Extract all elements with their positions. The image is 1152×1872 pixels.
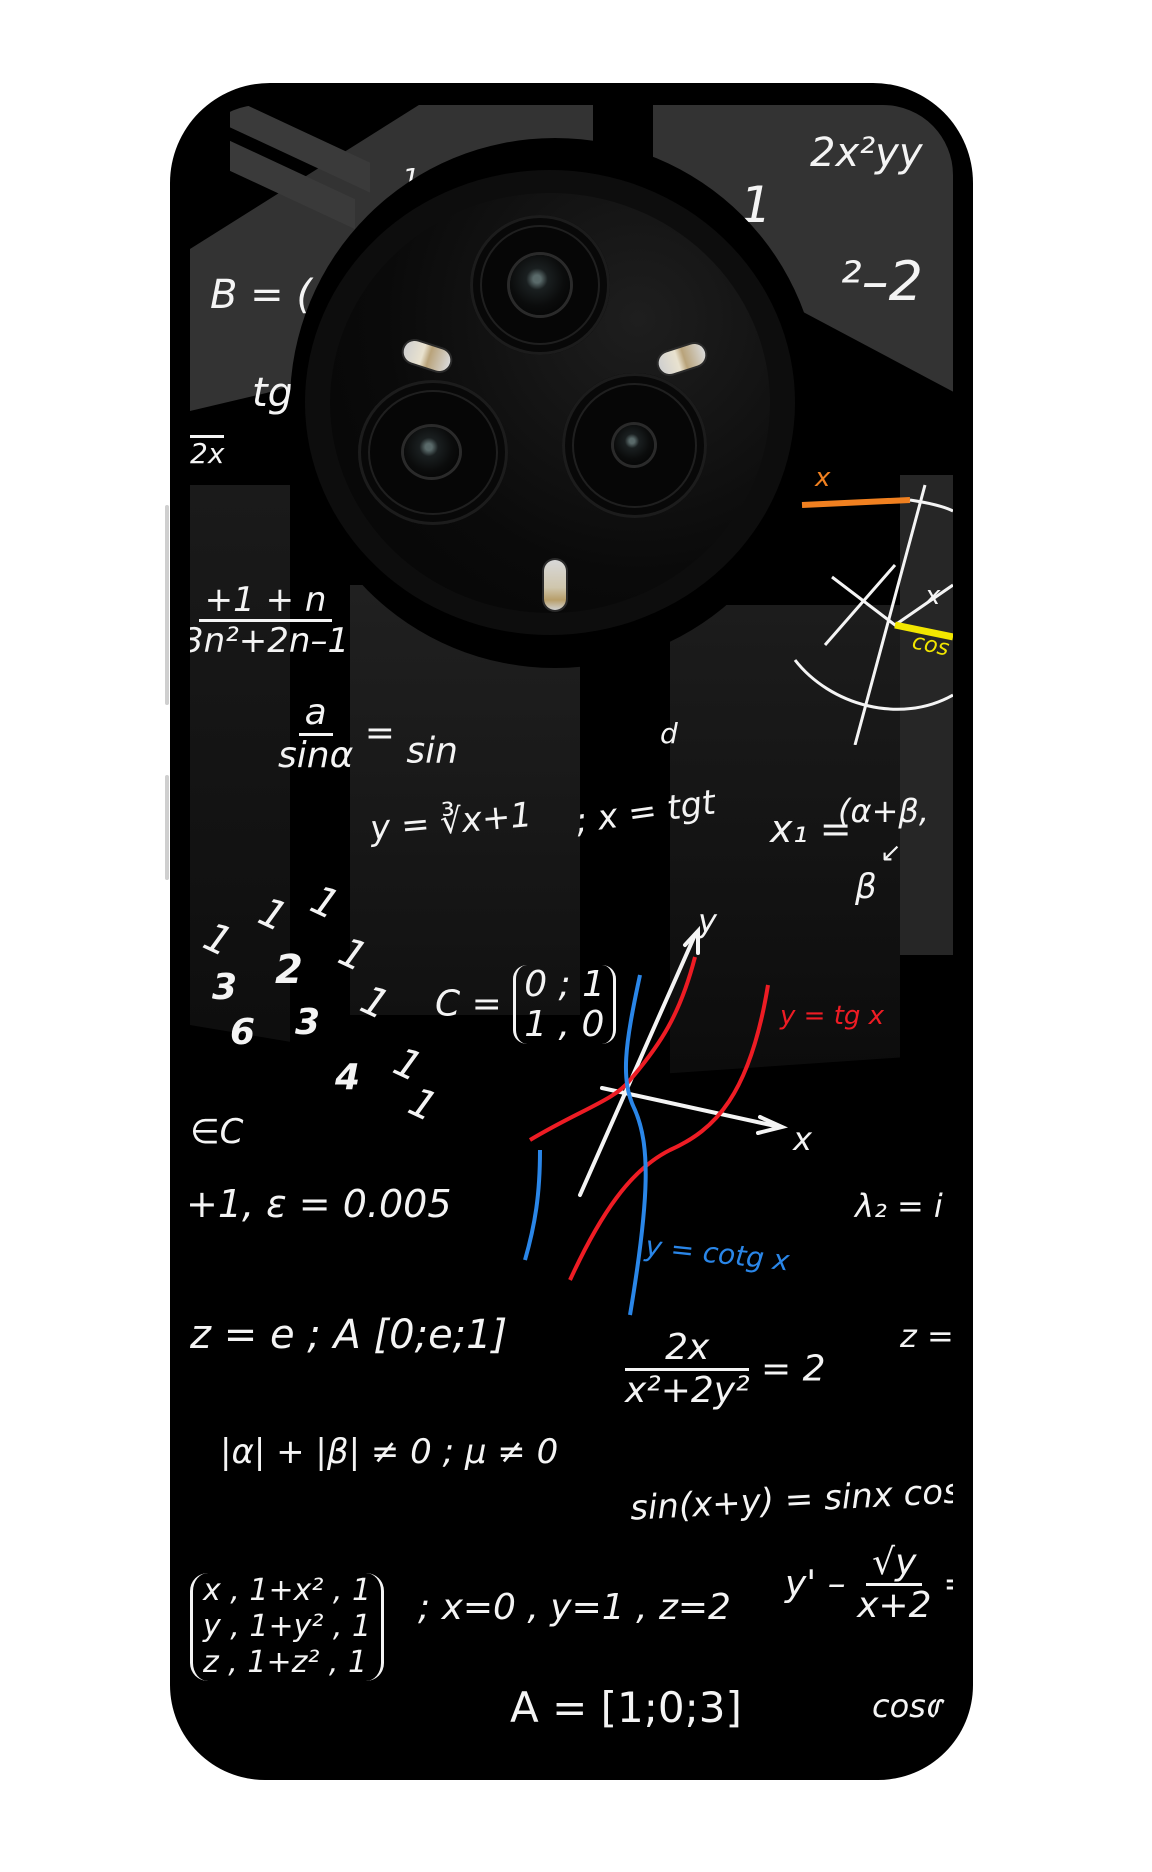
matrix-row-2: y , 1+y² , 1 <box>203 1609 372 1644</box>
formula-vector-a: A = [1;0;3] <box>510 1683 742 1732</box>
side-button-volume <box>165 505 169 705</box>
lens-glass-right <box>614 425 654 465</box>
number-cluster-item: 1 <box>303 876 346 930</box>
axis-y <box>578 925 700 1197</box>
main-fraction-numerator: 2x <box>625 1330 750 1371</box>
tg-curve-1 <box>528 956 697 1142</box>
derivative-denominator: x+2 <box>857 1585 932 1626</box>
cotg-curve-1 <box>623 974 648 1316</box>
c-matrix-row2: 1 , 0 <box>524 1003 605 1045</box>
matrix-row-3: z , 1+z² , 1 <box>203 1645 368 1680</box>
formula-abs-inequality: |α| + |β| ≠ 0 ; μ ≠ 0 <box>220 1432 559 1472</box>
number-cluster-item: 6 <box>230 1012 256 1053</box>
number-cluster-item: 3 <box>212 967 238 1008</box>
formula-top-right-2: ²–2 <box>840 250 924 313</box>
formula-x1-beta: β <box>855 867 877 907</box>
lens-glass-top <box>510 255 570 315</box>
derivative-equals: = <box>943 1564 953 1605</box>
formula-z-e: z = e ; A [0;e;1] <box>190 1312 508 1358</box>
formula-small-d: d <box>660 717 678 750</box>
unit-circle-figure <box>793 484 953 745</box>
law-sines-equals: = <box>364 712 395 754</box>
axis-y-label: y <box>698 902 717 940</box>
derivative-numerator: √y <box>866 1545 923 1586</box>
cotg-curve-2 <box>523 1149 542 1261</box>
axis-x <box>600 1086 789 1135</box>
side-button-power <box>165 775 169 880</box>
c-matrix-body: 0 ; 1 1 , 0 <box>513 964 617 1045</box>
formula-b-matrix: B = ( <box>210 272 312 318</box>
derivative-left: y' – <box>785 1563 846 1605</box>
board-panel-mid <box>190 485 290 1085</box>
law-sines-denominator: sinα <box>278 735 354 776</box>
formula-cos-phi: cosφ <box>872 1687 947 1725</box>
series-numerator: +1 + n <box>198 583 333 622</box>
formula-c-matrix: C = 0 ; 1 1 , 0 <box>435 964 617 1045</box>
board-panel-right-edge <box>900 475 953 955</box>
tangent-cotangent-graph <box>523 925 789 1316</box>
matrix-row-1: x , 1+x² , 1 <box>203 1573 372 1608</box>
geometry-top-label: x <box>815 463 831 493</box>
series-denominator: 3n²+2n–1 <box>190 621 350 661</box>
number-cluster-item: 3 <box>295 1002 321 1043</box>
formula-matrix-3x3: x , 1+x² , 1 y , 1+y² , 1 z , 1+z² , 1 <box>190 1573 385 1681</box>
board-panel-lower <box>190 1025 953 1745</box>
formula-x1-arrow: ↙ <box>880 838 902 868</box>
main-fraction-denominator: x²+2y² <box>625 1370 750 1411</box>
formula-epsilon-c: ∈C <box>190 1112 244 1152</box>
number-cluster-item: 2 <box>275 947 303 993</box>
formula-derivative: y' – √yx+2 = <box>785 1545 953 1624</box>
formula-z-right: z = <box>900 1317 953 1355</box>
formula-frac-2x: 2x <box>190 435 225 470</box>
c-matrix-row1: 0 ; 1 <box>524 964 606 1005</box>
main-fraction-equals: = 2 <box>761 1348 826 1390</box>
lens-glass-left <box>404 427 459 477</box>
formula-epsilon-eq: +1, ε = 0.005 <box>190 1182 452 1226</box>
formula-lambda: λ₂ = i √ <box>855 1187 953 1225</box>
tg-curve-2 <box>568 984 770 1281</box>
law-sines-right: sin <box>406 730 458 772</box>
orange-mark <box>801 497 911 508</box>
geometry-x-label: x <box>925 581 941 611</box>
formula-tg-fragment: tg <box>252 370 294 416</box>
formula-x1-paren: (α+β, <box>838 792 929 830</box>
formula-top-right-1: 2x²yy <box>810 130 923 176</box>
formula-x1-label: x₁ = <box>770 807 852 851</box>
camera-flash-bottom <box>544 560 566 610</box>
board-panel-right <box>670 605 900 1105</box>
c-matrix-label: C = <box>435 983 502 1025</box>
number-cluster-item: 4 <box>335 1057 361 1098</box>
axis-x-label: x <box>793 1120 812 1158</box>
formula-xyz-values: ; x=0 , y=1 , z=2 <box>418 1587 731 1628</box>
law-sines-numerator: a <box>298 695 333 736</box>
tg-label: y = tg x <box>780 1001 885 1031</box>
